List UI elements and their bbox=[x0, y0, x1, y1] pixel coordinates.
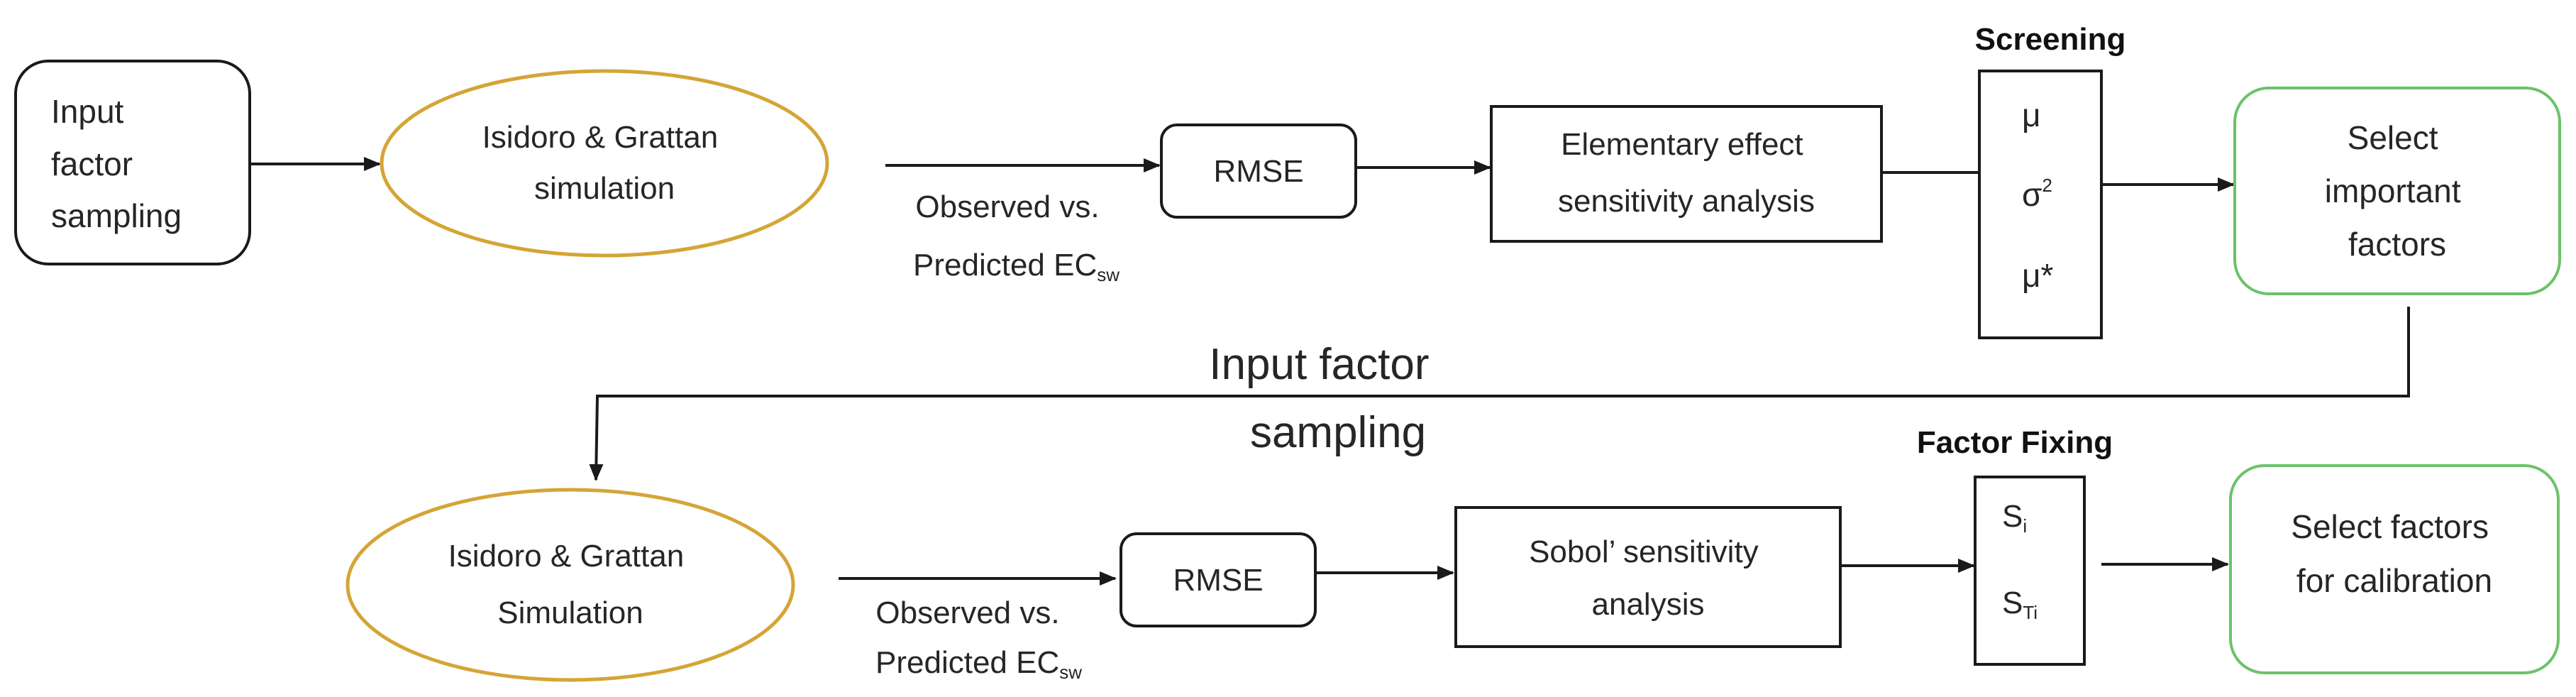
factor-fixing-title: Factor Fixing bbox=[1917, 425, 2113, 460]
connector-label-line-1: Input factor bbox=[1209, 340, 1429, 389]
ee-line-2: sensitivity analysis bbox=[1558, 184, 1815, 219]
screening-item-sigma-sup: 2 bbox=[2042, 175, 2052, 196]
ee-line-1: Elementary effect bbox=[1561, 127, 1803, 162]
screening-title: Screening bbox=[1975, 22, 2126, 57]
connector-row1-to-row2 bbox=[589, 307, 2410, 481]
screening-item-mu: μ bbox=[2022, 97, 2041, 133]
svg-text:μ: μ bbox=[2022, 97, 2041, 133]
screening-box bbox=[1978, 70, 2103, 339]
input-box-line-3: sampling bbox=[51, 197, 182, 234]
svg-text:Si: Si bbox=[2002, 499, 2027, 537]
edge-label-2-line-1: Observed vs. bbox=[875, 596, 1059, 630]
edge-label-2-line-2: Predicted EC bbox=[875, 645, 1059, 680]
svg-text:Input factor sampling: Input factor sampling bbox=[1209, 340, 1441, 457]
sobol-line-1: Sobol’ sensitivity bbox=[1529, 534, 1759, 569]
svg-text:Select important facto: Select important factors bbox=[2325, 119, 2470, 263]
fixing-item-si-sub: i bbox=[2023, 515, 2027, 537]
simulation-oval-1 bbox=[380, 69, 829, 258]
simulation-oval-2 bbox=[346, 488, 795, 682]
fixing-item-sti: S bbox=[2002, 586, 2023, 620]
edge-label-1-subscript: sw bbox=[1097, 264, 1120, 285]
rmse-label-2: RMSE bbox=[1173, 563, 1263, 598]
select-calibration-line-1: Select factors bbox=[2291, 508, 2489, 545]
sobol-box bbox=[1454, 506, 1842, 648]
svg-text:Predicted ECsw: Predicted ECsw bbox=[913, 248, 1120, 285]
svg-text:σ2: σ2 bbox=[2022, 175, 2052, 213]
select-calibration-box bbox=[2229, 464, 2560, 674]
svg-text:Observed vs.: Observed vs. bbox=[875, 596, 1059, 630]
edge-label-2-subscript: sw bbox=[1059, 662, 1082, 683]
svg-text:Input factor sampling: Input factor sampling bbox=[51, 93, 182, 234]
svg-text:STi: STi bbox=[2002, 586, 2038, 623]
svg-text:Predicted ECsw: Predicted ECsw bbox=[875, 645, 1082, 683]
edge-label-1-line-2: Predicted EC bbox=[913, 248, 1097, 282]
fixing-item-si: S bbox=[2002, 499, 2023, 534]
svg-text:Isidoro & Grattan simulati: Isidoro & Grattan simulation bbox=[482, 120, 727, 206]
edge-label-1-line-1: Observed vs. bbox=[915, 190, 1099, 224]
svg-text:Elementary effect sensitiv: Elementary effect sensitivity analysis bbox=[1558, 127, 1815, 219]
simulation-1-line-1: Isidoro & Grattan bbox=[482, 120, 719, 155]
elementary-effect-box bbox=[1490, 105, 1883, 243]
select-important-line-3: factors bbox=[2348, 226, 2446, 263]
rmse-box-2 bbox=[1120, 532, 1317, 627]
connector-label-line-2: sampling bbox=[1250, 408, 1426, 457]
svg-text:Sobol’ sensitivity analysi: Sobol’ sensitivity analysis bbox=[1529, 534, 1767, 622]
select-calibration-line-2: for calibration bbox=[2296, 562, 2492, 599]
sobol-line-2: analysis bbox=[1592, 587, 1705, 622]
fixing-item-sti-sub: Ti bbox=[2023, 602, 2038, 623]
simulation-1-line-2: simulation bbox=[534, 171, 675, 206]
svg-text:Observed vs.: Observed vs. bbox=[915, 190, 1099, 224]
svg-text:Isidoro & Grattan Simulati: Isidoro & Grattan Simulation bbox=[448, 539, 693, 630]
rmse-label-1: RMSE bbox=[1213, 154, 1303, 189]
factor-fixing-box bbox=[1974, 476, 2086, 666]
input-box-line-1: Input bbox=[51, 93, 124, 130]
simulation-2-line-2: Simulation bbox=[497, 596, 643, 630]
input-box-line-2: factor bbox=[51, 146, 133, 182]
select-important-line-2: important bbox=[2325, 172, 2461, 209]
svg-text:Select factors for calibra: Select factors for calibration bbox=[2291, 508, 2497, 599]
screening-item-sigma: σ bbox=[2022, 176, 2042, 213]
simulation-2-line-1: Isidoro & Grattan bbox=[448, 539, 685, 573]
svg-text:μ*: μ* bbox=[2022, 257, 2054, 294]
select-important-line-1: Select bbox=[2348, 119, 2438, 156]
screening-item-mu-star: μ* bbox=[2022, 257, 2054, 294]
rmse-box-1 bbox=[1160, 124, 1357, 219]
select-important-box bbox=[2233, 87, 2561, 295]
